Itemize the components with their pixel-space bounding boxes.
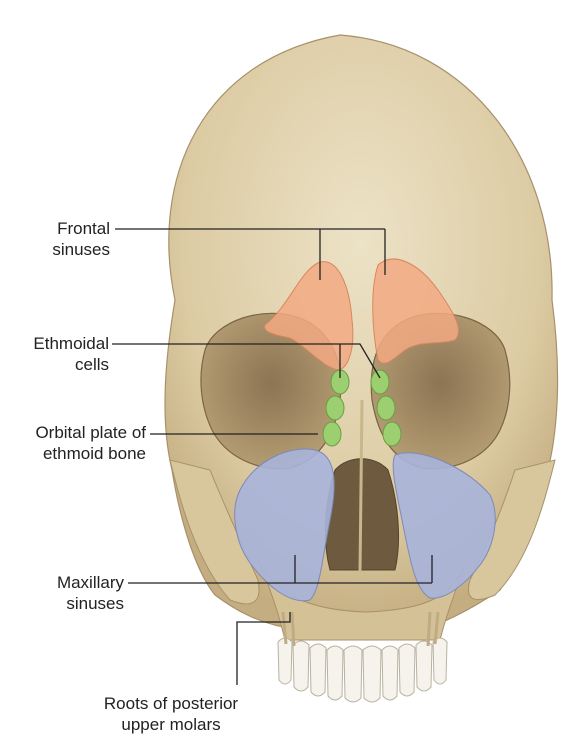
roots-molars-label: Roots of posterior upper molars [78, 693, 264, 735]
orbital-plate-label: Orbital plate of ethmoid bone [4, 422, 146, 464]
maxillary-sinuses-label: Maxillary sinuses [20, 572, 124, 614]
frontal-sinuses-label: Frontal sinuses [20, 218, 110, 260]
teeth [278, 638, 447, 702]
nasal-septum [360, 400, 362, 572]
ethmoidal-cells-label: Ethmoidal cells [15, 333, 109, 375]
